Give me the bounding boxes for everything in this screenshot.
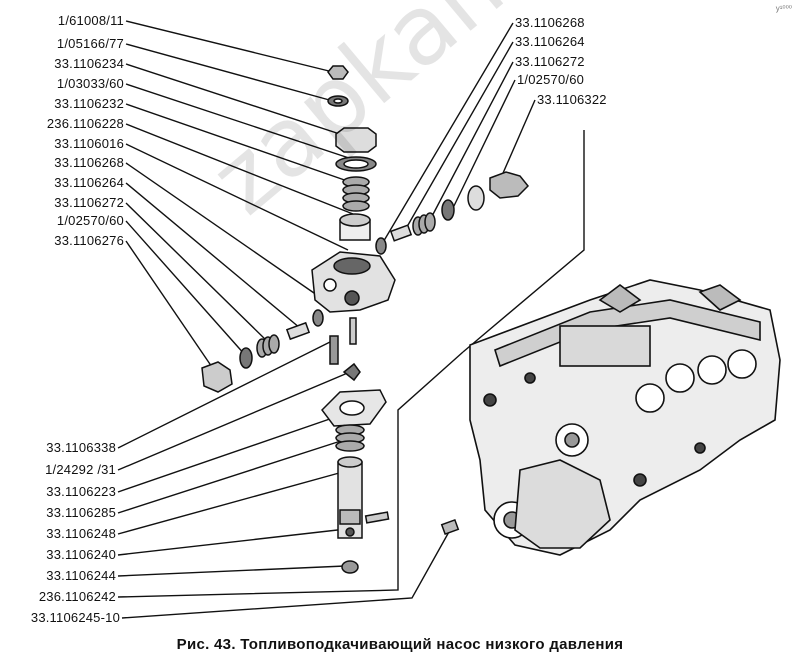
left-valve-assembly	[201, 309, 324, 393]
leader-line	[125, 123, 354, 215]
plug-icon	[489, 171, 530, 199]
washer-icon	[467, 185, 485, 211]
label-1-02570-60-left: 1/02570/60	[56, 213, 124, 228]
label-1-02570-60-right: 1/02570/60	[517, 72, 585, 87]
leader-line	[125, 43, 334, 102]
valve-icon	[389, 224, 413, 242]
corner-mark: y¹⁰⁰⁰	[775, 4, 792, 13]
leader-line	[117, 565, 346, 577]
washer-icon	[441, 199, 455, 221]
seal-icon	[312, 309, 324, 327]
spring-icon	[335, 424, 365, 452]
label-33-1106248: 33.1106248	[46, 526, 116, 541]
leader-line	[125, 83, 356, 161]
leader-line	[117, 341, 331, 449]
nut-icon	[342, 362, 361, 382]
spring-icon	[342, 176, 370, 212]
leader-lines	[117, 20, 585, 619]
label-33-1106272-left: 33.1106272	[54, 195, 124, 210]
label-1-05166-77: 1/05166/77	[56, 36, 124, 51]
label-33-1106276: 33.1106276	[54, 233, 124, 248]
leader-line	[117, 351, 464, 598]
leader-line	[125, 202, 269, 343]
leader-line	[125, 63, 353, 139]
leader-line	[403, 41, 514, 233]
leader-line	[429, 61, 514, 221]
nut-icon	[327, 65, 349, 80]
leader-line	[117, 469, 351, 535]
leader-line	[117, 411, 351, 493]
label-33-1106268-left: 33.1106268	[54, 155, 124, 170]
label-33-1106232: 33.1106232	[54, 96, 124, 111]
leader-line	[125, 240, 215, 371]
spring-icon	[412, 212, 436, 236]
leader-line	[117, 437, 351, 514]
label-33-1106268-right: 33.1106268	[515, 15, 585, 30]
leader-line	[451, 79, 516, 211]
label-236-1106228: 236.1106228	[46, 116, 124, 131]
label-33-1106245-10: 33.1106245-10	[30, 610, 120, 625]
pin-icon	[364, 511, 390, 524]
leader-line	[117, 371, 351, 471]
leader-line	[381, 22, 514, 245]
piston-icon	[337, 461, 363, 539]
label-1-61008-11: 1/61008/11	[57, 13, 124, 28]
spring-icon	[256, 334, 280, 358]
plug-icon	[201, 361, 233, 393]
label-236-1106242: 236.1106242	[38, 589, 116, 604]
label-1-24292-31: 1/24292 /31	[45, 462, 116, 477]
leader-line	[125, 162, 328, 303]
leader-line	[125, 103, 357, 185]
cap-icon	[335, 127, 377, 153]
label-33-1106322: 33.1106322	[537, 92, 607, 107]
leader-line	[462, 130, 585, 353]
leader-line	[125, 220, 247, 357]
washer-icon	[341, 560, 359, 574]
pump-housing-icon	[311, 251, 396, 313]
label-33-1106285: 33.1106285	[46, 505, 116, 520]
leader-line	[121, 529, 451, 619]
rod-icon	[329, 335, 339, 365]
leader-line	[125, 143, 349, 251]
leader-line	[125, 20, 334, 73]
washer-icon	[239, 347, 253, 369]
label-33-1106338: 33.1106338	[46, 440, 116, 455]
label-33-1106244: 33.1106244	[46, 568, 116, 583]
leader-line	[125, 182, 301, 329]
right-valve-assembly	[375, 171, 530, 255]
stud-icon	[349, 317, 357, 345]
figure-caption: Рис. 43. Топливоподкачивающий насос низк…	[176, 636, 624, 653]
plug-icon	[440, 518, 460, 536]
label-33-1106016: 33.1106016	[54, 136, 124, 151]
pump-lower-parts	[321, 317, 460, 574]
label-33-1106223: 33.1106223	[46, 484, 116, 499]
seal-icon	[375, 237, 387, 255]
leader-line	[117, 527, 356, 556]
label-33-1106264-right: 33.1106264	[515, 34, 585, 49]
label-33-1106264-left: 33.1106264	[54, 175, 124, 190]
label-33-1106240: 33.1106240	[46, 547, 116, 562]
leader-line	[499, 99, 536, 181]
pump-top-parts	[311, 65, 396, 313]
valve-icon	[285, 321, 311, 341]
label-33-1106272-right: 33.1106272	[515, 54, 585, 69]
label-1-03033-60: 1/03033/60	[56, 76, 124, 91]
label-33-1106234: 33.1106234	[54, 56, 124, 71]
engine-block-illustration	[469, 279, 781, 556]
